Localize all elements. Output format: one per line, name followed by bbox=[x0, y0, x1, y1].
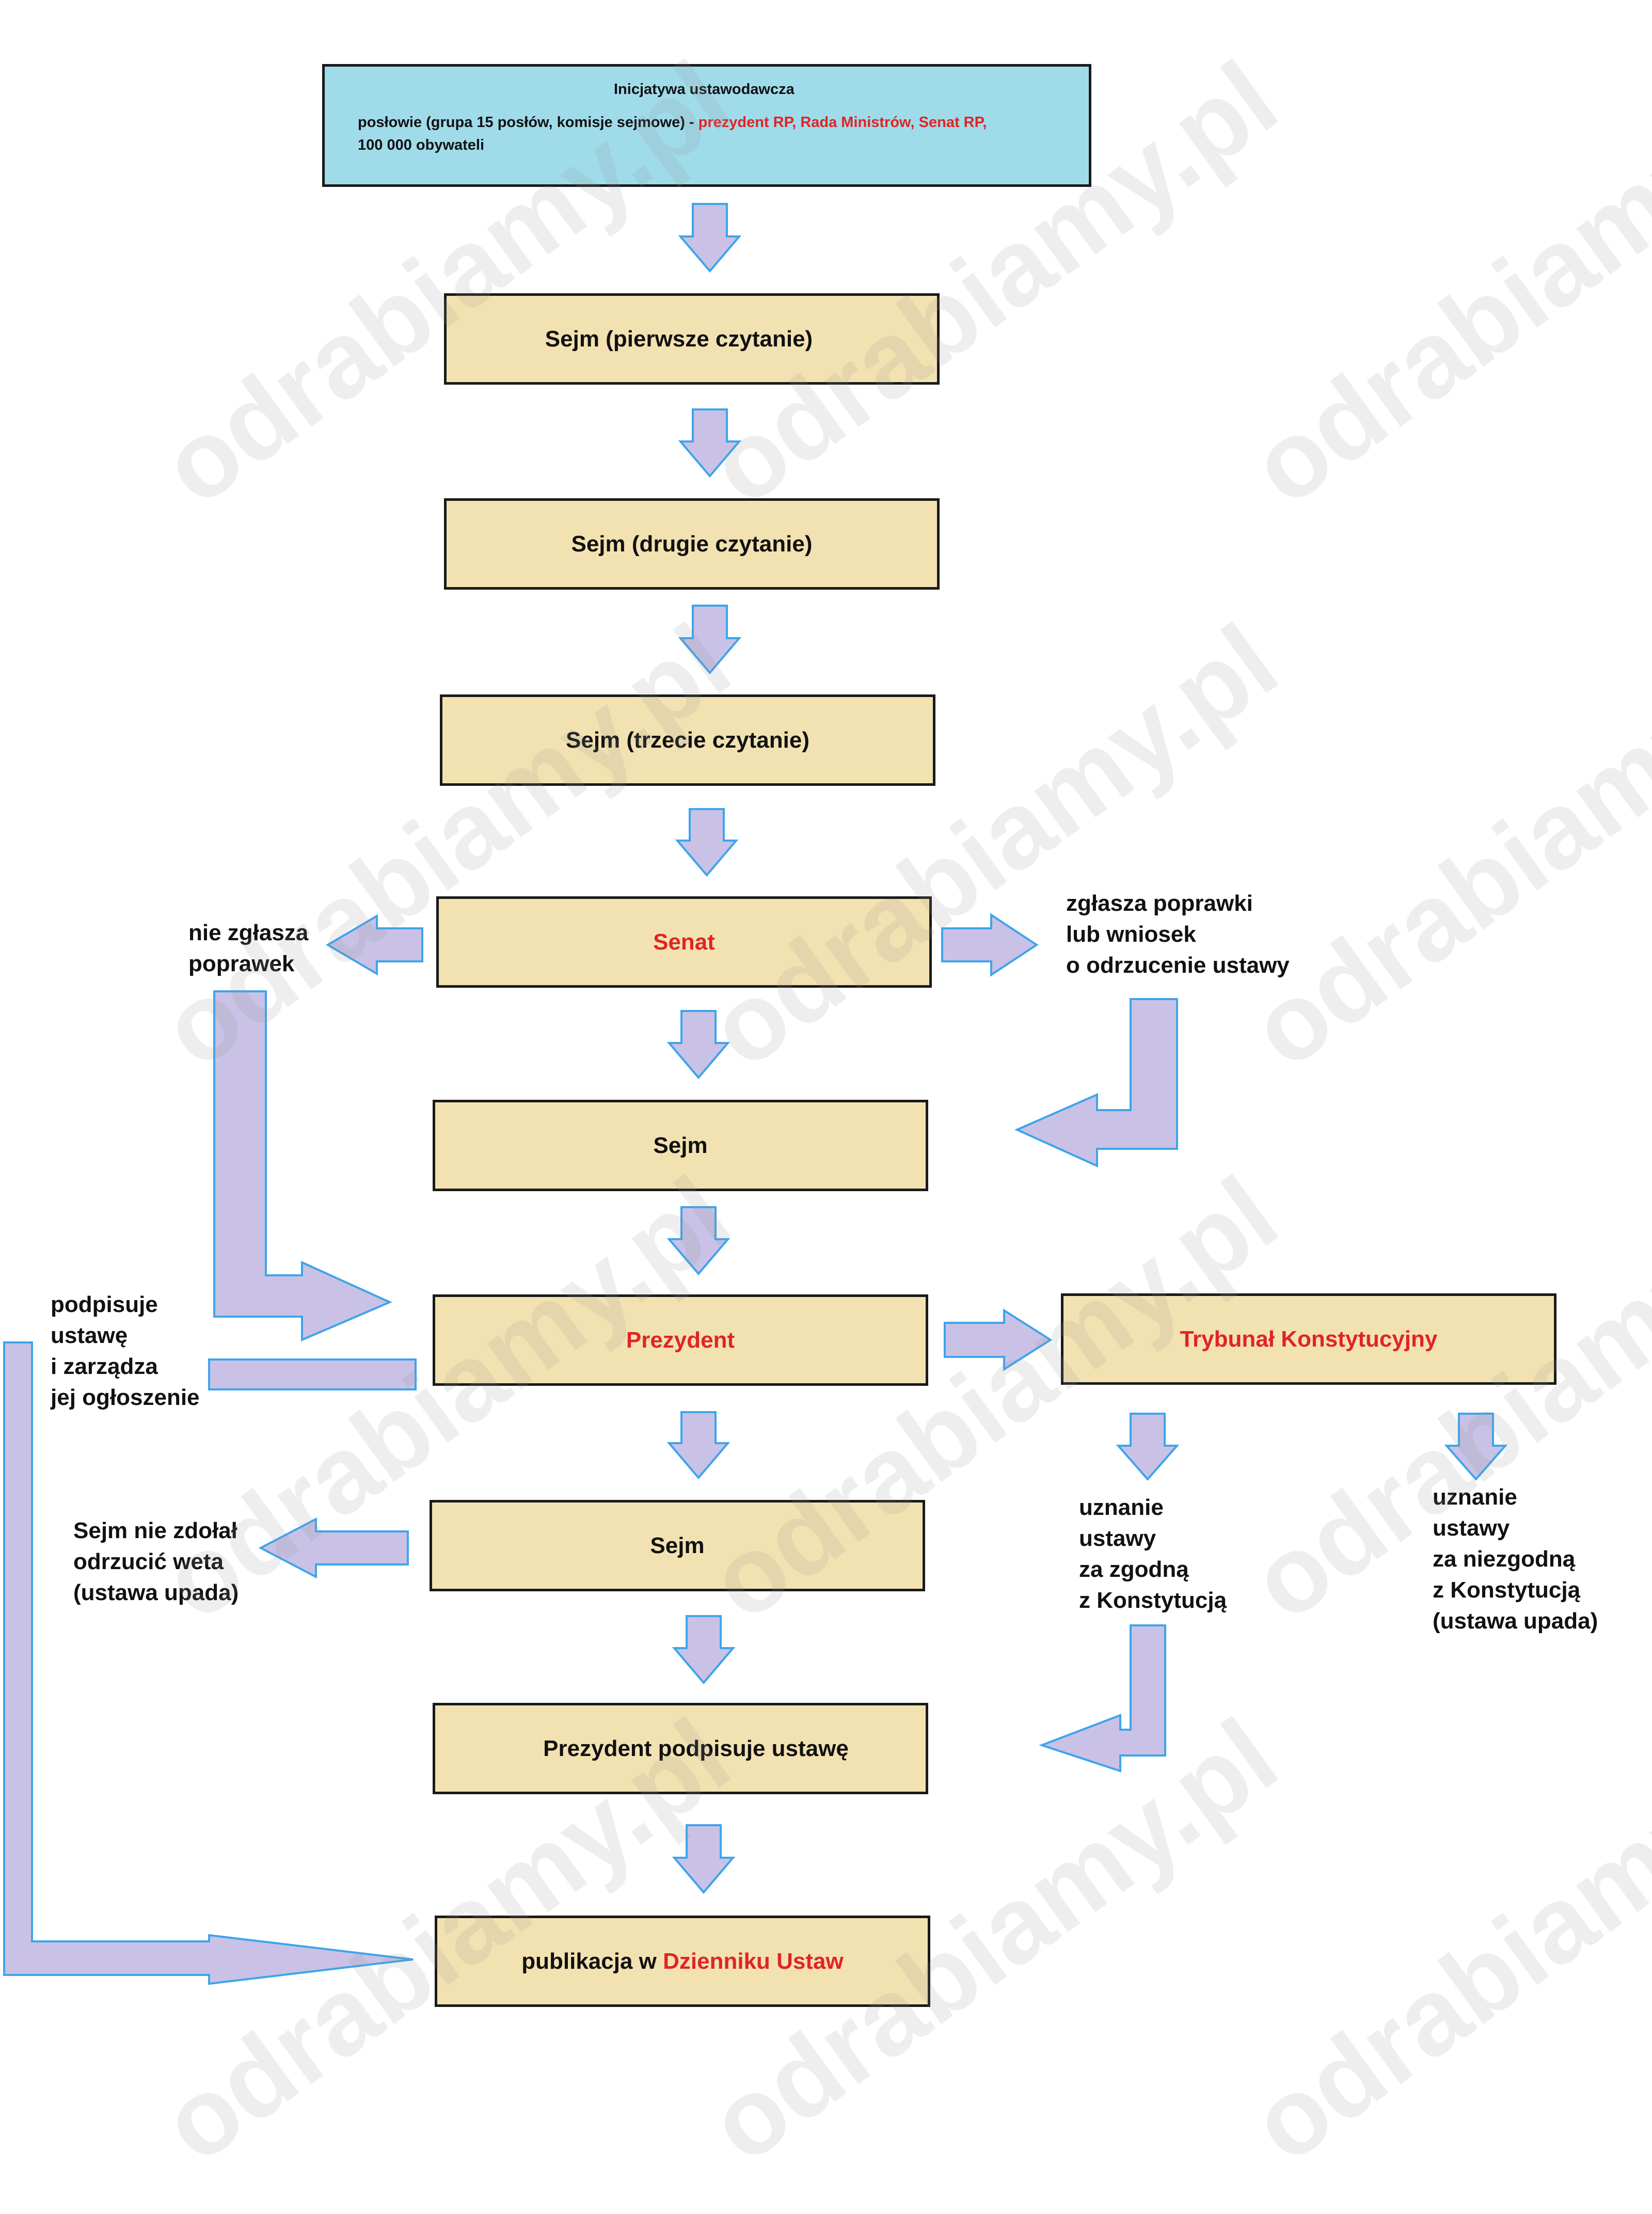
label-line: z Konstytucją bbox=[1079, 1588, 1227, 1613]
box-label: Senat bbox=[653, 929, 715, 955]
label-line: lub wniosek bbox=[1066, 922, 1196, 947]
box-sejm: Sejm bbox=[433, 1100, 928, 1191]
box-sejm-first-reading: Sejm (pierwsze czytanie) bbox=[444, 293, 940, 385]
initiative-box: Inicjatywa ustawodawcza posłowie (grupa … bbox=[322, 64, 1091, 187]
dziennik-ustaw: Dzienniku Ustaw bbox=[663, 1948, 844, 1974]
label-line: uznanie bbox=[1079, 1495, 1164, 1520]
label-line: ustawę bbox=[51, 1323, 128, 1348]
label-line: (ustawa upada) bbox=[73, 1580, 239, 1605]
label-line: nie zgłasza bbox=[188, 920, 309, 945]
box-label: publikacja w Dzienniku Ustaw bbox=[521, 1949, 844, 1974]
label-line: za niezgodną bbox=[1433, 1546, 1576, 1572]
arrow-down bbox=[678, 203, 742, 273]
box-label: Sejm (trzecie czytanie) bbox=[566, 727, 809, 753]
initiative-members: posłowie (grupa 15 posłów, komisje sejmo… bbox=[358, 114, 698, 131]
initiative-citizens: 100 000 obywateli bbox=[358, 137, 485, 153]
arrow-down bbox=[675, 808, 739, 877]
label-line: poprawek bbox=[188, 951, 295, 976]
initiative-title: Inicjatywa ustawodawcza bbox=[614, 81, 795, 98]
label-weto: Sejm nie zdołał odrzucić weta (ustawa up… bbox=[73, 1515, 239, 1608]
arrow-down bbox=[666, 1010, 730, 1080]
label-line: z Konstytucją bbox=[1433, 1577, 1581, 1603]
label-line: odrzucić weta bbox=[73, 1549, 224, 1574]
label-nie-zglasza: nie zgłasza poprawek bbox=[188, 918, 308, 979]
box-trybunal: Trybunał Konstytucyjny bbox=[1061, 1293, 1556, 1385]
box-sejm-veto: Sejm bbox=[430, 1500, 925, 1591]
arrow-down bbox=[1444, 1413, 1508, 1481]
arrow-podpisuje-to-publikacja bbox=[3, 1341, 414, 1985]
box-senat: Senat bbox=[436, 896, 932, 988]
arrow-poprawki-to-sejm bbox=[1014, 998, 1178, 1168]
label-line: podpisuje bbox=[51, 1292, 158, 1317]
label-zglasza-poprawki: zgłasza poprawki lub wniosek o odrzuceni… bbox=[1066, 888, 1290, 981]
arrow-left-from-senat bbox=[326, 914, 423, 976]
box-label: Sejm bbox=[650, 1532, 705, 1558]
label-niezgodna: uznanie ustawy za niezgodną z Konstytucj… bbox=[1433, 1482, 1598, 1637]
box-prezydent-podpisuje: Prezydent podpisuje ustawę bbox=[433, 1703, 928, 1794]
label-line: o odrzucenie ustawy bbox=[1066, 953, 1290, 978]
arrow-down bbox=[678, 408, 742, 478]
arrow-down bbox=[666, 1206, 730, 1276]
label-line: i zarządza bbox=[51, 1354, 158, 1379]
arrow-left-from-sejm bbox=[258, 1517, 409, 1579]
label-line: zgłasza poprawki bbox=[1066, 891, 1253, 916]
arrow-down bbox=[1116, 1413, 1180, 1481]
label-podpisuje: podpisuje ustawę i zarządza jej ogłoszen… bbox=[51, 1289, 200, 1413]
box-label: Sejm (drugie czytanie) bbox=[571, 531, 813, 557]
box-label: Sejm (pierwsze czytanie) bbox=[545, 326, 813, 352]
arrow-right-to-tk bbox=[944, 1308, 1053, 1371]
label-line: Sejm nie zdołał bbox=[73, 1518, 237, 1543]
box-publikacja: publikacja w Dzienniku Ustaw bbox=[435, 1916, 930, 2007]
label-line: za zgodną bbox=[1079, 1557, 1189, 1582]
arrow-zgodna-to-podpisuje bbox=[1039, 1624, 1166, 1773]
box-prezydent: Prezydent bbox=[433, 1294, 928, 1386]
arrow-down bbox=[666, 1411, 730, 1480]
initiative-other: prezydent RP, Rada Ministrów, Senat RP, bbox=[698, 114, 987, 131]
arrow-right-from-senat bbox=[941, 913, 1039, 977]
label-line: ustawy bbox=[1433, 1515, 1510, 1541]
bar-prezydent-left bbox=[208, 1358, 417, 1390]
box-label: Prezydent bbox=[626, 1327, 735, 1353]
arrow-senat-to-prezydent bbox=[213, 990, 392, 1342]
label-line: jej ogłoszenie bbox=[51, 1385, 200, 1410]
label-line: (ustawa upada) bbox=[1433, 1608, 1598, 1634]
label-zgodna: uznanie ustawy za zgodną z Konstytucją bbox=[1079, 1492, 1227, 1616]
box-sejm-third-reading: Sejm (trzecie czytanie) bbox=[440, 694, 935, 786]
box-label: Trybunał Konstytucyjny bbox=[1180, 1326, 1438, 1352]
arrow-down bbox=[672, 1615, 736, 1685]
label-line: ustawy bbox=[1079, 1526, 1156, 1551]
arrow-down bbox=[678, 605, 742, 675]
box-label: Prezydent podpisuje ustawę bbox=[543, 1735, 849, 1761]
initiative-body: posłowie (grupa 15 posłów, komisje sejmo… bbox=[358, 111, 1070, 156]
publikacja-prefix: publikacja w bbox=[521, 1948, 663, 1974]
box-label: Sejm bbox=[653, 1132, 708, 1158]
box-sejm-second-reading: Sejm (drugie czytanie) bbox=[444, 498, 940, 590]
label-line: uznanie bbox=[1433, 1484, 1517, 1510]
arrow-down bbox=[672, 1824, 736, 1894]
